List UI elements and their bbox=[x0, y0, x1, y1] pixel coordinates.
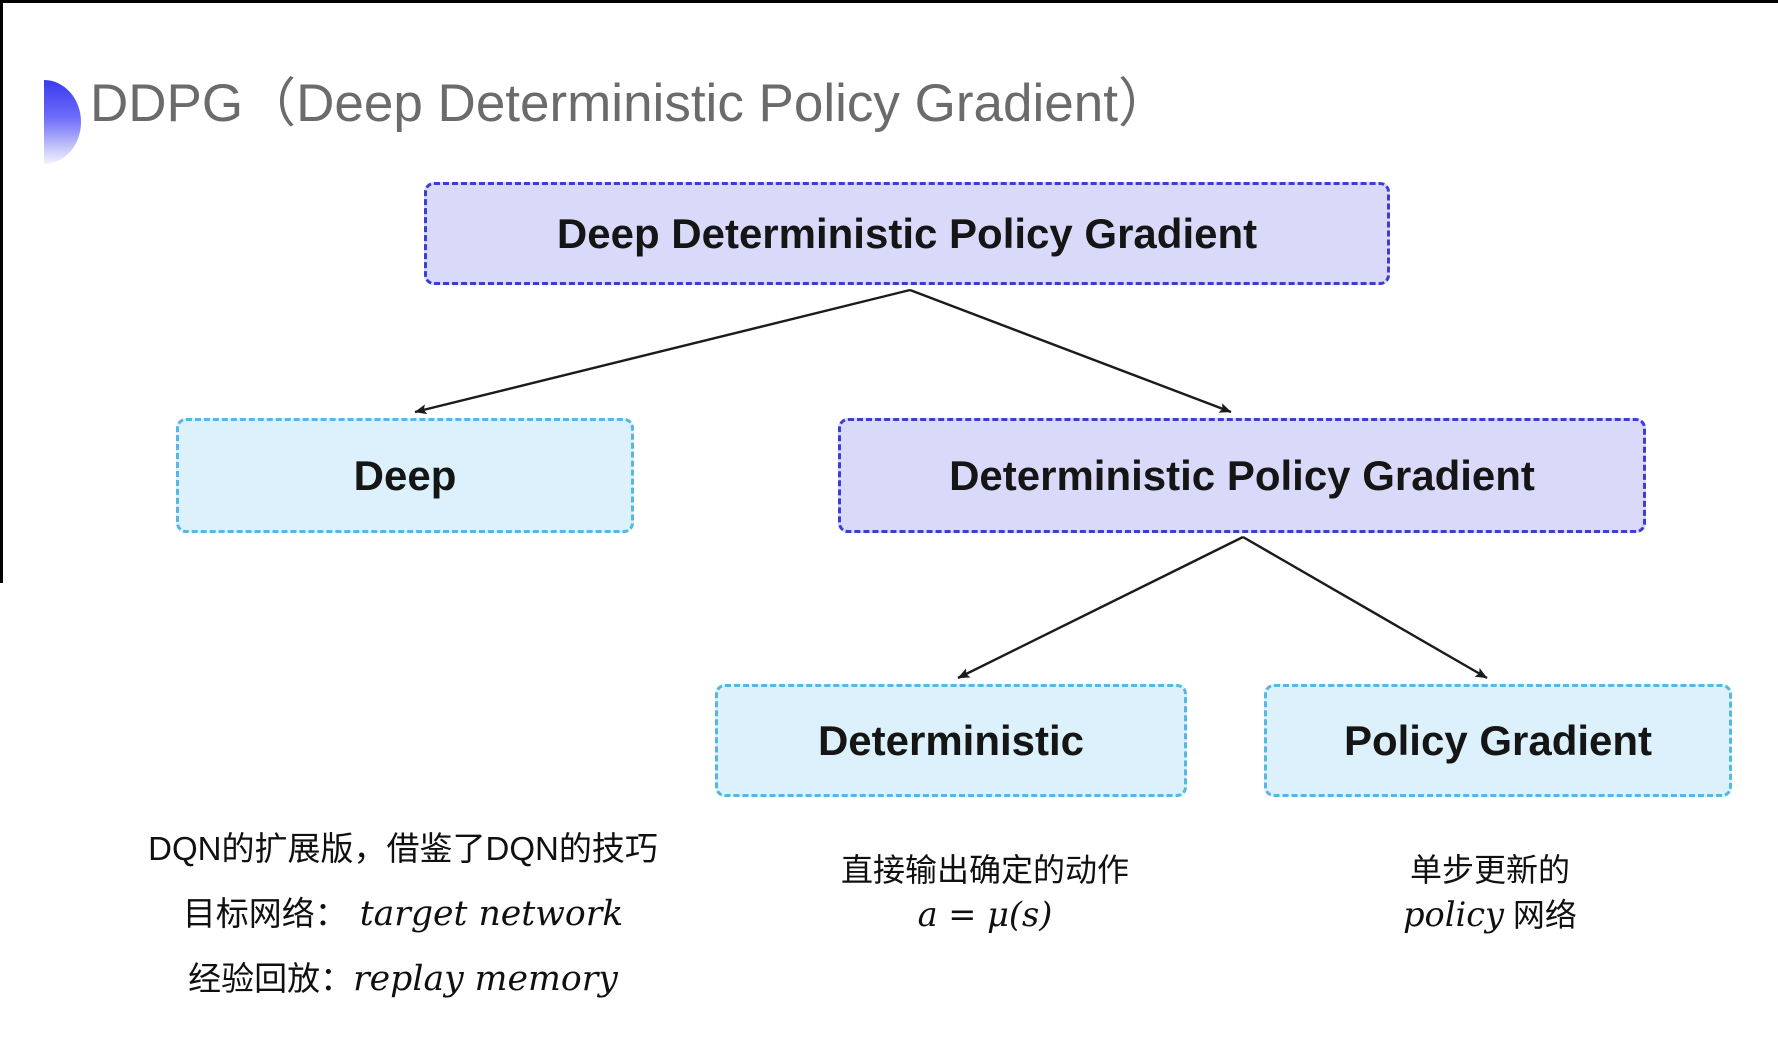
annotation-line: 经验回放：replay memory bbox=[120, 960, 686, 998]
arrow-dpg-to-deterministic bbox=[957, 535, 1244, 680]
annotation-line: 单步更新的 bbox=[1409, 852, 1570, 888]
annotation-formula: a = μ(s) bbox=[917, 895, 1053, 934]
annotation-term: policy bbox=[1403, 895, 1505, 934]
annotation-rest: 网络 bbox=[1504, 897, 1577, 933]
annotation-line: DQN的扩展版，借鉴了DQN的技巧 bbox=[148, 830, 658, 867]
node-deep-deterministic-policy-gradient: Deep Deterministic Policy Gradient bbox=[424, 182, 1390, 285]
annotation-line: 目标网络： target network bbox=[120, 895, 686, 933]
annotation-line: policy 网络 bbox=[1290, 896, 1690, 934]
node-deep: Deep bbox=[176, 418, 634, 533]
left-edge-line bbox=[0, 0, 3, 583]
annotation-policy-gradient: 单步更新的 policy 网络 bbox=[1290, 851, 1690, 941]
node-label: Deterministic bbox=[817, 716, 1085, 764]
half-circle-bullet-icon bbox=[44, 80, 81, 164]
top-edge-line bbox=[0, 0, 1778, 3]
annotation-deterministic: 直接输出确定的动作 a = μ(s) bbox=[780, 851, 1190, 941]
annotation-label: 经验回放： bbox=[188, 960, 354, 997]
annotation-term: replay memory bbox=[353, 959, 618, 999]
node-label: Deterministic Policy Gradient bbox=[949, 451, 1535, 499]
arrow-dpg-to-policy-gradient bbox=[1242, 535, 1488, 680]
node-deterministic: Deterministic bbox=[715, 684, 1187, 797]
arrow-root-to-deep bbox=[414, 288, 911, 415]
annotation-term: target network bbox=[359, 894, 624, 934]
node-policy-gradient: Policy Gradient bbox=[1264, 684, 1732, 797]
node-label: Policy Gradient bbox=[1343, 716, 1653, 764]
node-label: Deep Deterministic Policy Gradient bbox=[556, 209, 1258, 257]
node-deterministic-policy-gradient: Deterministic Policy Gradient bbox=[838, 418, 1646, 533]
annotation-line: 直接输出确定的动作 bbox=[840, 852, 1129, 888]
annotation-deep: DQN的扩展版，借鉴了DQN的技巧 目标网络： target network 经验… bbox=[120, 830, 686, 1025]
arrow-root-to-dpg bbox=[909, 288, 1232, 414]
page-title: DDPG（Deep Deterministic Policy Gradient） bbox=[90, 74, 1171, 133]
annotation-label: 目标网络： bbox=[182, 895, 348, 932]
node-label: Deep bbox=[353, 451, 457, 499]
